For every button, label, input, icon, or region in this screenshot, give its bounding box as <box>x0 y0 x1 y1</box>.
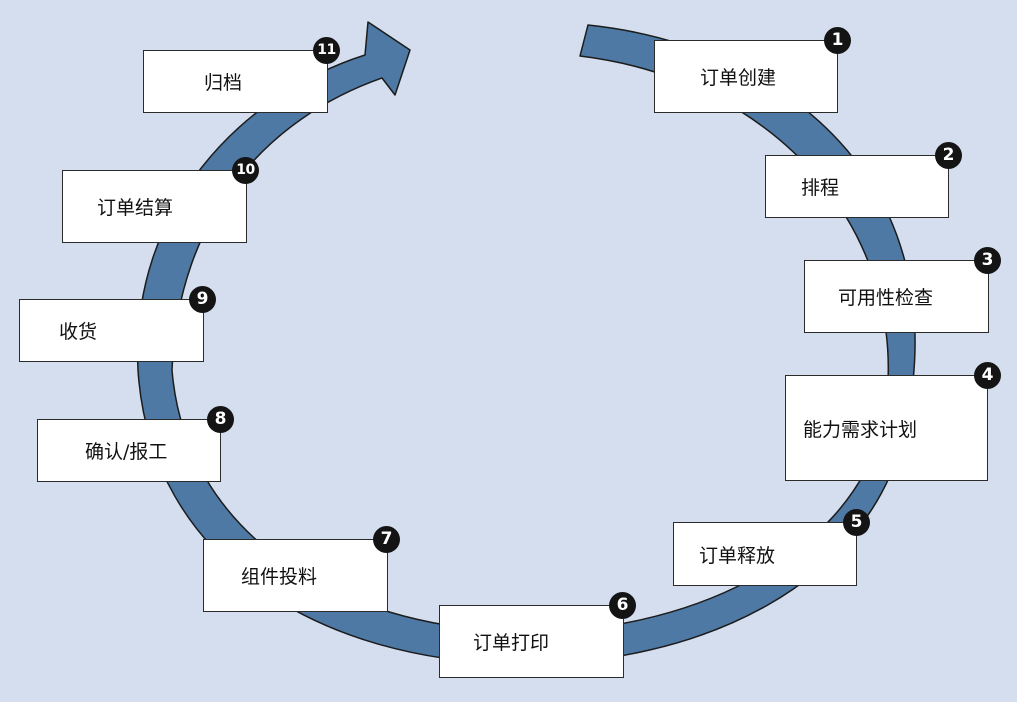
step-label: 订单结算 <box>97 197 174 219</box>
step-label: 收货 <box>59 321 98 343</box>
step-box-order-creation[interactable]: 订单创建 <box>654 40 838 113</box>
step-label: 能力需求计划 <box>803 418 918 441</box>
step-number-badge: 4 <box>974 362 1001 389</box>
step-number-badge: 9 <box>189 286 216 313</box>
step-box-confirmation[interactable]: 确认/报工 <box>37 419 221 482</box>
step-label: 可用性检查 <box>838 287 934 309</box>
step-box-order-printing[interactable]: 订单打印 <box>439 605 624 678</box>
step-label: 归档 <box>204 72 243 94</box>
step-number-badge: 5 <box>843 509 870 536</box>
step-box-availability-check[interactable]: 可用性检查 <box>804 260 989 333</box>
step-box-order-settlement[interactable]: 订单结算 <box>62 170 247 243</box>
step-box-order-release[interactable]: 订单释放 <box>673 522 857 586</box>
step-label: 组件投料 <box>241 566 318 588</box>
step-number-badge: 10 <box>232 157 259 184</box>
step-box-archiving[interactable]: 归档 <box>143 50 328 113</box>
step-number-badge: 6 <box>609 592 636 619</box>
step-label: 确认/报工 <box>85 441 168 463</box>
step-box-goods-issue[interactable]: 组件投料 <box>203 539 388 612</box>
step-label: 订单创建 <box>700 67 777 89</box>
step-number-badge: 11 <box>313 37 340 64</box>
step-label: 订单打印 <box>473 632 550 654</box>
step-box-goods-receipt[interactable]: 收货 <box>19 299 204 362</box>
step-number-badge: 7 <box>373 526 400 553</box>
step-number-badge: 3 <box>974 247 1001 274</box>
step-number-badge: 1 <box>824 27 851 54</box>
step-label: 订单释放 <box>699 544 776 567</box>
step-label: 排程 <box>801 177 840 199</box>
step-number-badge: 2 <box>935 142 962 169</box>
step-box-capacity-planning[interactable]: 能力需求计划 <box>785 375 988 481</box>
step-box-scheduling[interactable]: 排程 <box>765 155 949 218</box>
step-number-badge: 8 <box>207 406 234 433</box>
